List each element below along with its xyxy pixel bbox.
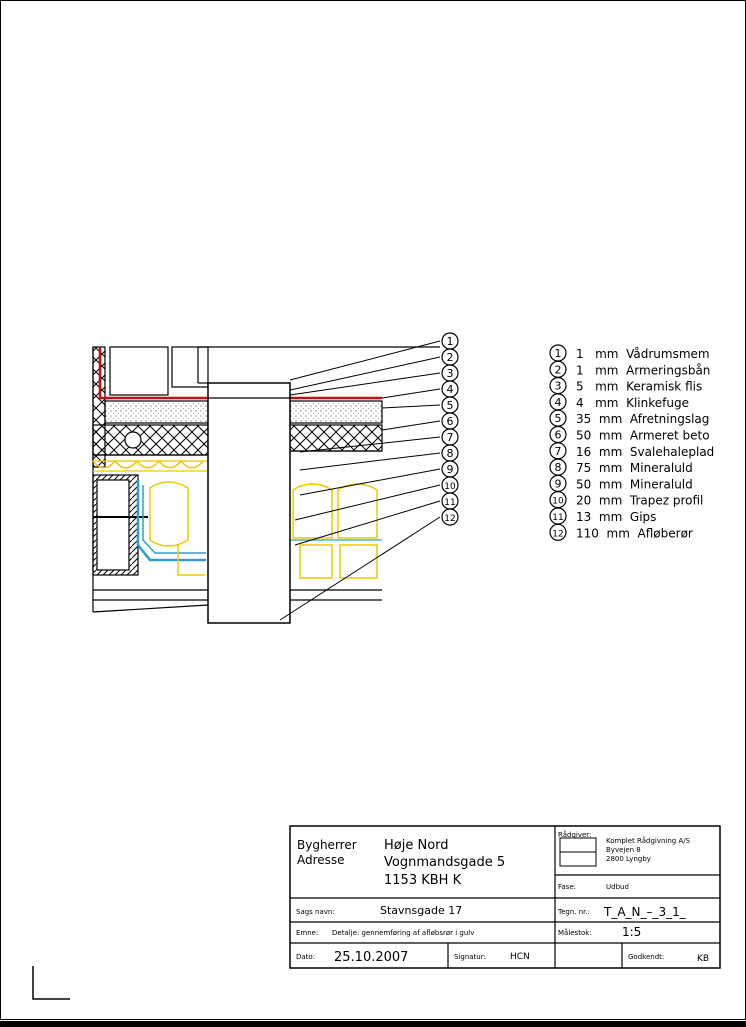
legend-item-12: 12 110 mm Afløberør (549, 523, 693, 541)
consultant-label: Rådgiver: (558, 830, 591, 839)
scale-value: 1:5 (622, 925, 641, 939)
legend-text: 20 mm Trapez profil (576, 494, 703, 508)
legend-text: 50 mm Mineraluld (576, 477, 693, 491)
callout-4: 4 (441, 380, 459, 398)
title-block: Bygherrer Adresse Høje Nord Vognmandsgad… (289, 825, 721, 969)
legend-number: 12 (552, 529, 563, 539)
approved-label: Godkendt: (628, 953, 664, 961)
callout-number: 3 (447, 367, 454, 380)
legend-number: 11 (552, 513, 563, 523)
callout-8: 8 (441, 444, 459, 462)
legend-text: 1 mm Vådrumsmem (576, 347, 710, 361)
callout-number: 10 (444, 482, 456, 492)
legend-text: 35 mm Afretningslag (576, 412, 709, 426)
section-detail-drawing (92, 346, 440, 624)
legend-item-6: 6 50 mm Armeret beto (549, 425, 710, 444)
address-label: Adresse (297, 853, 345, 867)
phase-label: Fase: (558, 883, 576, 891)
callout-11: 11 (441, 492, 459, 510)
callout-number: 5 (447, 399, 454, 412)
subject-label: Emne: (296, 929, 318, 937)
legend-text: 5 mm Keramisk flis (576, 380, 702, 394)
legend-number: 9 (555, 477, 562, 490)
legend-item-11: 11 13 mm Gips (549, 507, 656, 525)
scale-label: Målestok: (558, 928, 592, 937)
date-value: 25.10.2007 (334, 950, 408, 965)
leader-lines (279, 340, 441, 621)
client-label: Bygherrer (297, 838, 357, 852)
callout-2: 2 (441, 348, 459, 366)
legend-number: 2 (555, 363, 562, 376)
callout-number: 12 (444, 514, 455, 524)
callout-number: 2 (447, 351, 454, 364)
legend-number: 3 (555, 380, 562, 393)
legend-text: 75 mm Mineraluld (576, 461, 693, 475)
signature-value: HCN (510, 952, 530, 962)
case-label: Sags navn: (296, 908, 335, 916)
consultant-line2: Byvejen 8 (606, 846, 641, 854)
consultant-line3: 2800 Lyngby (606, 855, 651, 863)
callout-number: 4 (447, 383, 454, 396)
legend-item-10: 10 20 mm Trapez profil (549, 491, 703, 509)
legend-text: 50 mm Armeret beto (576, 429, 710, 443)
callout-1: 1 (441, 332, 459, 350)
callout-10: 10 (441, 476, 459, 494)
address-line2: 1153 KBH K (384, 873, 462, 888)
drawing-no-value: T_A_N_–_3_1_ (603, 905, 687, 919)
callout-12: 12 (441, 508, 459, 526)
legend-item-7: 7 16 mm Svalehaleplad (549, 442, 714, 460)
callout-number: 1 (447, 335, 454, 348)
legend-number: 5 (555, 412, 562, 425)
callout-7: 7 (441, 428, 459, 446)
callout-9: 9 (441, 460, 459, 478)
callout-3: 3 (441, 364, 459, 382)
legend-text: 4 mm Klinkefuge (576, 396, 689, 410)
callout-number: 8 (447, 447, 454, 460)
legend-item-2: 2 1 mm Armeringsbån (549, 360, 710, 378)
callout-number: 7 (447, 431, 454, 444)
legend-number: 8 (555, 461, 562, 474)
legend-text: 110 mm Afløberør (576, 526, 693, 540)
legend-number: 7 (555, 445, 562, 458)
corner-mark (32, 966, 70, 1000)
date-label: Dato: (296, 953, 315, 961)
legend-item-9: 9 50 mm Mineraluld (549, 474, 693, 492)
callout-number: 6 (447, 415, 454, 428)
callout-6: 6 (441, 412, 459, 430)
client-value: Høje Nord (384, 838, 449, 853)
legend-text: 13 mm Gips (576, 510, 656, 524)
approved-value: KB (697, 954, 709, 964)
case-value: Stavnsgade 17 (380, 904, 462, 917)
phase-value: Udbud (606, 883, 629, 891)
legend-text: 16 mm Svalehaleplad (576, 445, 714, 459)
callout-5: 5 (441, 396, 459, 414)
legend-text: 1 mm Armeringsbån (576, 363, 710, 377)
drawing-no-label: Tegn. nr.: (557, 908, 590, 916)
signature-label: Signatur: (454, 953, 486, 961)
address-line1: Vognmandsgade 5 (384, 855, 505, 870)
consultant-line1: Komplet Rådgivning A/S (606, 836, 691, 845)
subject-value: Detalje: gennemføring af afløbsrør i gul… (332, 929, 474, 937)
callout-number: 11 (444, 498, 455, 508)
legend-number: 6 (555, 429, 562, 442)
callout-number: 9 (447, 463, 454, 476)
legend-number: 10 (552, 497, 564, 507)
legend-item-5: 5 35 mm Afretningslag (549, 409, 709, 427)
legend-number: 4 (555, 396, 562, 409)
legend-number: 1 (555, 347, 562, 360)
legend-item-8: 8 75 mm Mineraluld (549, 458, 693, 476)
